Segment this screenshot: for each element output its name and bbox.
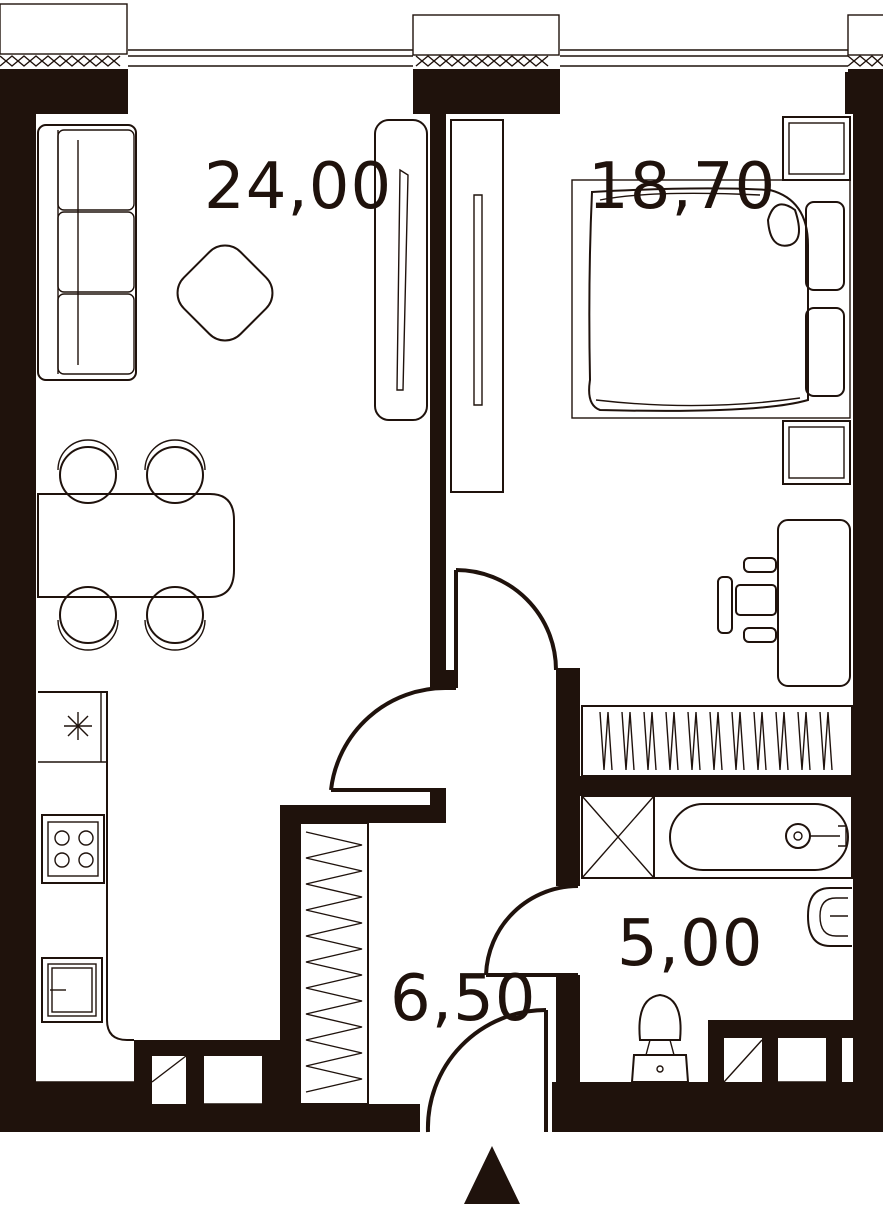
door-bedroom	[454, 568, 558, 688]
dining-chairs	[57, 439, 206, 651]
bathtub	[653, 795, 853, 879]
top-window-middle	[412, 14, 560, 73]
nightstands	[782, 116, 851, 485]
door-bathroom	[484, 884, 579, 977]
walls	[0, 72, 883, 1132]
wardrobe-bedroom	[450, 119, 504, 493]
bathroom-area-label: 5,00	[617, 907, 764, 981]
top-window-left	[0, 3, 128, 73]
window-glazing	[128, 49, 848, 67]
hallway-area-label: 6,50	[390, 962, 537, 1036]
top-window-right	[847, 14, 883, 73]
washbasin	[806, 887, 852, 947]
hall-closet	[299, 822, 369, 1105]
pillows	[766, 201, 845, 397]
fridge-icon	[64, 712, 92, 740]
desk-chair	[717, 557, 777, 643]
bedroom-area-label: 18,70	[588, 150, 776, 224]
sofa	[37, 124, 137, 381]
desk	[777, 519, 851, 687]
living-area-label: 24,00	[204, 150, 392, 224]
dining-table	[37, 493, 235, 598]
bed	[571, 179, 851, 419]
kitchen-counter	[38, 691, 134, 1041]
door-entrance	[425, 1008, 548, 1133]
kitchen-sink	[41, 957, 103, 1023]
wardrobe-hall	[581, 705, 853, 777]
up-triangle-icon	[464, 1146, 520, 1204]
tv-unit	[374, 119, 428, 421]
shower	[581, 795, 655, 879]
bottom-windows	[151, 1039, 826, 1105]
coffee-table	[176, 244, 274, 342]
door-living	[329, 685, 447, 792]
toilet	[630, 993, 690, 1083]
cooktop	[41, 814, 105, 884]
